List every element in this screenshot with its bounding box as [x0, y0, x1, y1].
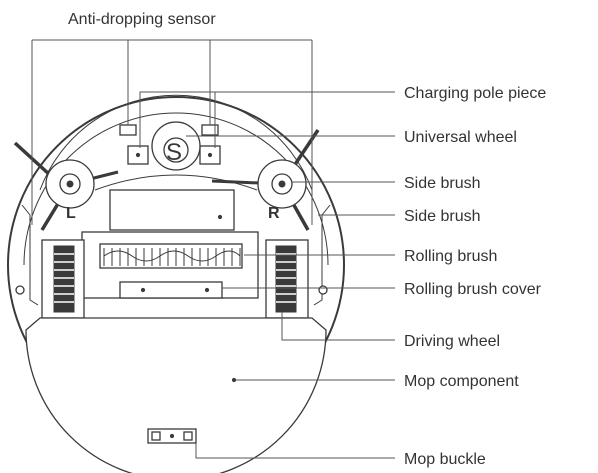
driving-wheel-right-tread	[276, 253, 296, 303]
left-wheel-marker: L	[66, 205, 76, 222]
charging-contact-right	[207, 152, 213, 158]
side-brush-left: L	[13, 141, 119, 231]
label-side-brush-2: Side brush	[404, 208, 481, 225]
driving-wheel-left	[41, 239, 85, 319]
side-brush-left-center	[66, 180, 74, 188]
leader-lines	[31, 39, 395, 459]
latch-dot-right	[204, 287, 210, 293]
left-side-rail	[21, 204, 39, 306]
bay-arc	[94, 174, 258, 191]
rolling-brush-teeth	[103, 248, 241, 266]
label-side-brush-1: Side brush	[404, 175, 481, 192]
center-bay	[94, 174, 258, 231]
mop-buckle-dot	[169, 433, 175, 439]
mop-buckle-slot-left	[151, 431, 161, 441]
label-charging-pole-piece: Charging pole piece	[404, 85, 546, 102]
label-driving-wheel: Driving wheel	[404, 333, 500, 350]
right-wheel-marker: R	[268, 205, 280, 222]
leader-anti-dropping-sensor	[31, 39, 313, 225]
anti-dropping-sensor-right	[201, 124, 219, 136]
rolling-brush-cover-latch	[119, 281, 223, 299]
driving-wheel-right	[265, 239, 309, 319]
driving-wheel-left-tread	[54, 253, 74, 303]
battery-cover	[109, 189, 235, 231]
side-brush-right-center	[278, 180, 286, 188]
mop-center-dot	[231, 377, 237, 383]
rolling-brush-bristles	[103, 250, 241, 262]
body-bumper-edge	[39, 94, 313, 191]
screw-right	[318, 285, 328, 295]
label-rolling-brush: Rolling brush	[404, 248, 497, 265]
label-mop-component: Mop component	[404, 373, 519, 390]
anti-dropping-sensor-left	[119, 124, 137, 136]
label-anti-dropping-sensor: Anti-dropping sensor	[68, 11, 216, 28]
rolling-brush	[99, 243, 243, 269]
leader-charging-pole-piece	[139, 91, 395, 148]
mop-component	[25, 317, 327, 473]
rolling-brush-assembly	[81, 231, 259, 299]
label-rolling-brush-cover: Rolling brush cover	[404, 281, 542, 298]
callout-labels: Anti-dropping sensor Charging pole piece…	[68, 11, 546, 468]
right-side-rail	[313, 204, 331, 306]
battery-cover-screw	[217, 214, 223, 220]
body-inner-rim	[23, 112, 329, 266]
mop-buckle-slot-right	[183, 431, 193, 441]
leader-driving-wheel	[281, 312, 395, 341]
label-universal-wheel: Universal wheel	[404, 129, 517, 146]
leader-mop-buckle	[195, 443, 395, 459]
front-sensor-area: S	[119, 121, 221, 171]
universal-wheel	[163, 137, 189, 163]
charging-contact-left	[135, 152, 141, 158]
latch-dot-left	[140, 287, 146, 293]
universal-wheel-mark: S	[166, 139, 182, 166]
mop-plate	[25, 317, 327, 473]
screw-left	[15, 285, 25, 295]
label-mop-buckle: Mop buckle	[404, 451, 486, 468]
